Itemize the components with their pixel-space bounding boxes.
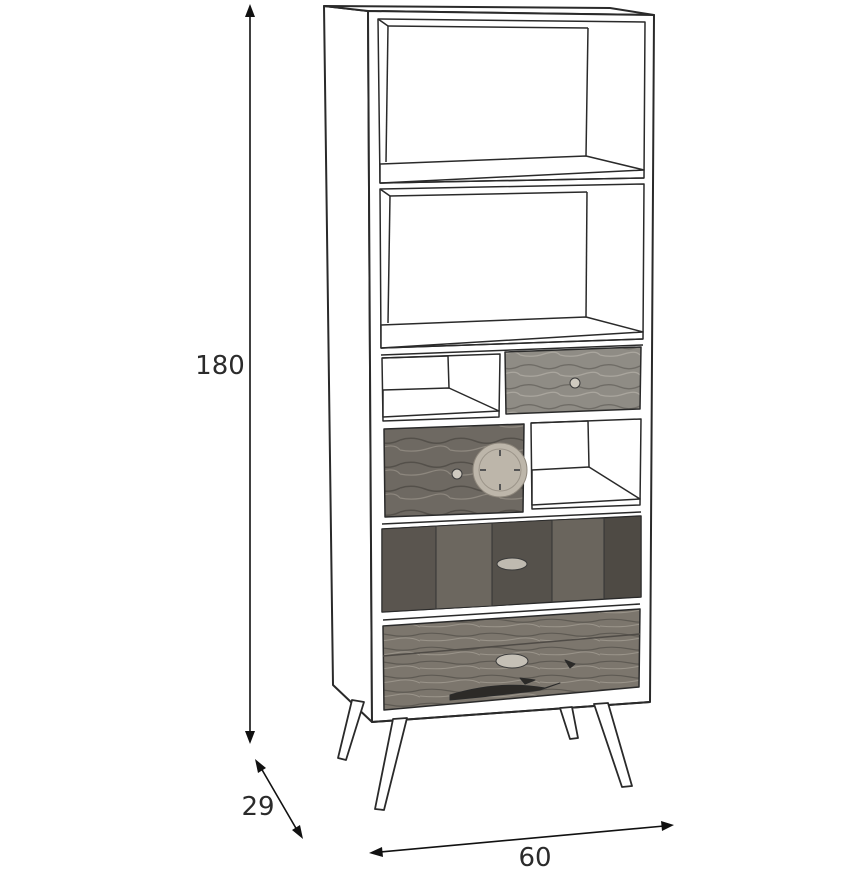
dimension-width — [369, 821, 674, 857]
bookcase — [323, 5, 655, 723]
open-cubby-middle-right — [530, 418, 642, 510]
width-label: 60 — [518, 843, 551, 868]
shelf-board-2 — [380, 316, 644, 349]
knob-icon — [495, 653, 529, 669]
drawer-wide-planks[interactable] — [381, 515, 642, 613]
left-side-panel — [323, 5, 373, 723]
shelf-compartment-1 — [377, 18, 646, 184]
height-label: 180 — [195, 351, 245, 381]
dimension-depth — [255, 759, 303, 839]
shelf-compartment-2 — [379, 183, 645, 356]
clock-icon — [472, 442, 528, 498]
legs — [337, 699, 633, 811]
leg-back-right — [559, 706, 579, 740]
leg-front-left — [374, 717, 408, 811]
open-cubby-top-left — [381, 353, 501, 422]
depth-label: 29 — [241, 792, 274, 822]
dimension-height — [245, 4, 255, 744]
drawer-bottom[interactable] — [382, 608, 641, 711]
knob-icon — [496, 557, 528, 571]
drawer-top-right[interactable] — [504, 346, 642, 415]
knob-icon — [569, 377, 581, 389]
leg-front-right — [593, 702, 633, 788]
shelf-board-1 — [379, 155, 645, 184]
leg-back-left — [337, 699, 365, 761]
knob-icon — [451, 468, 463, 480]
drawer-clock-left[interactable] — [383, 423, 528, 518]
